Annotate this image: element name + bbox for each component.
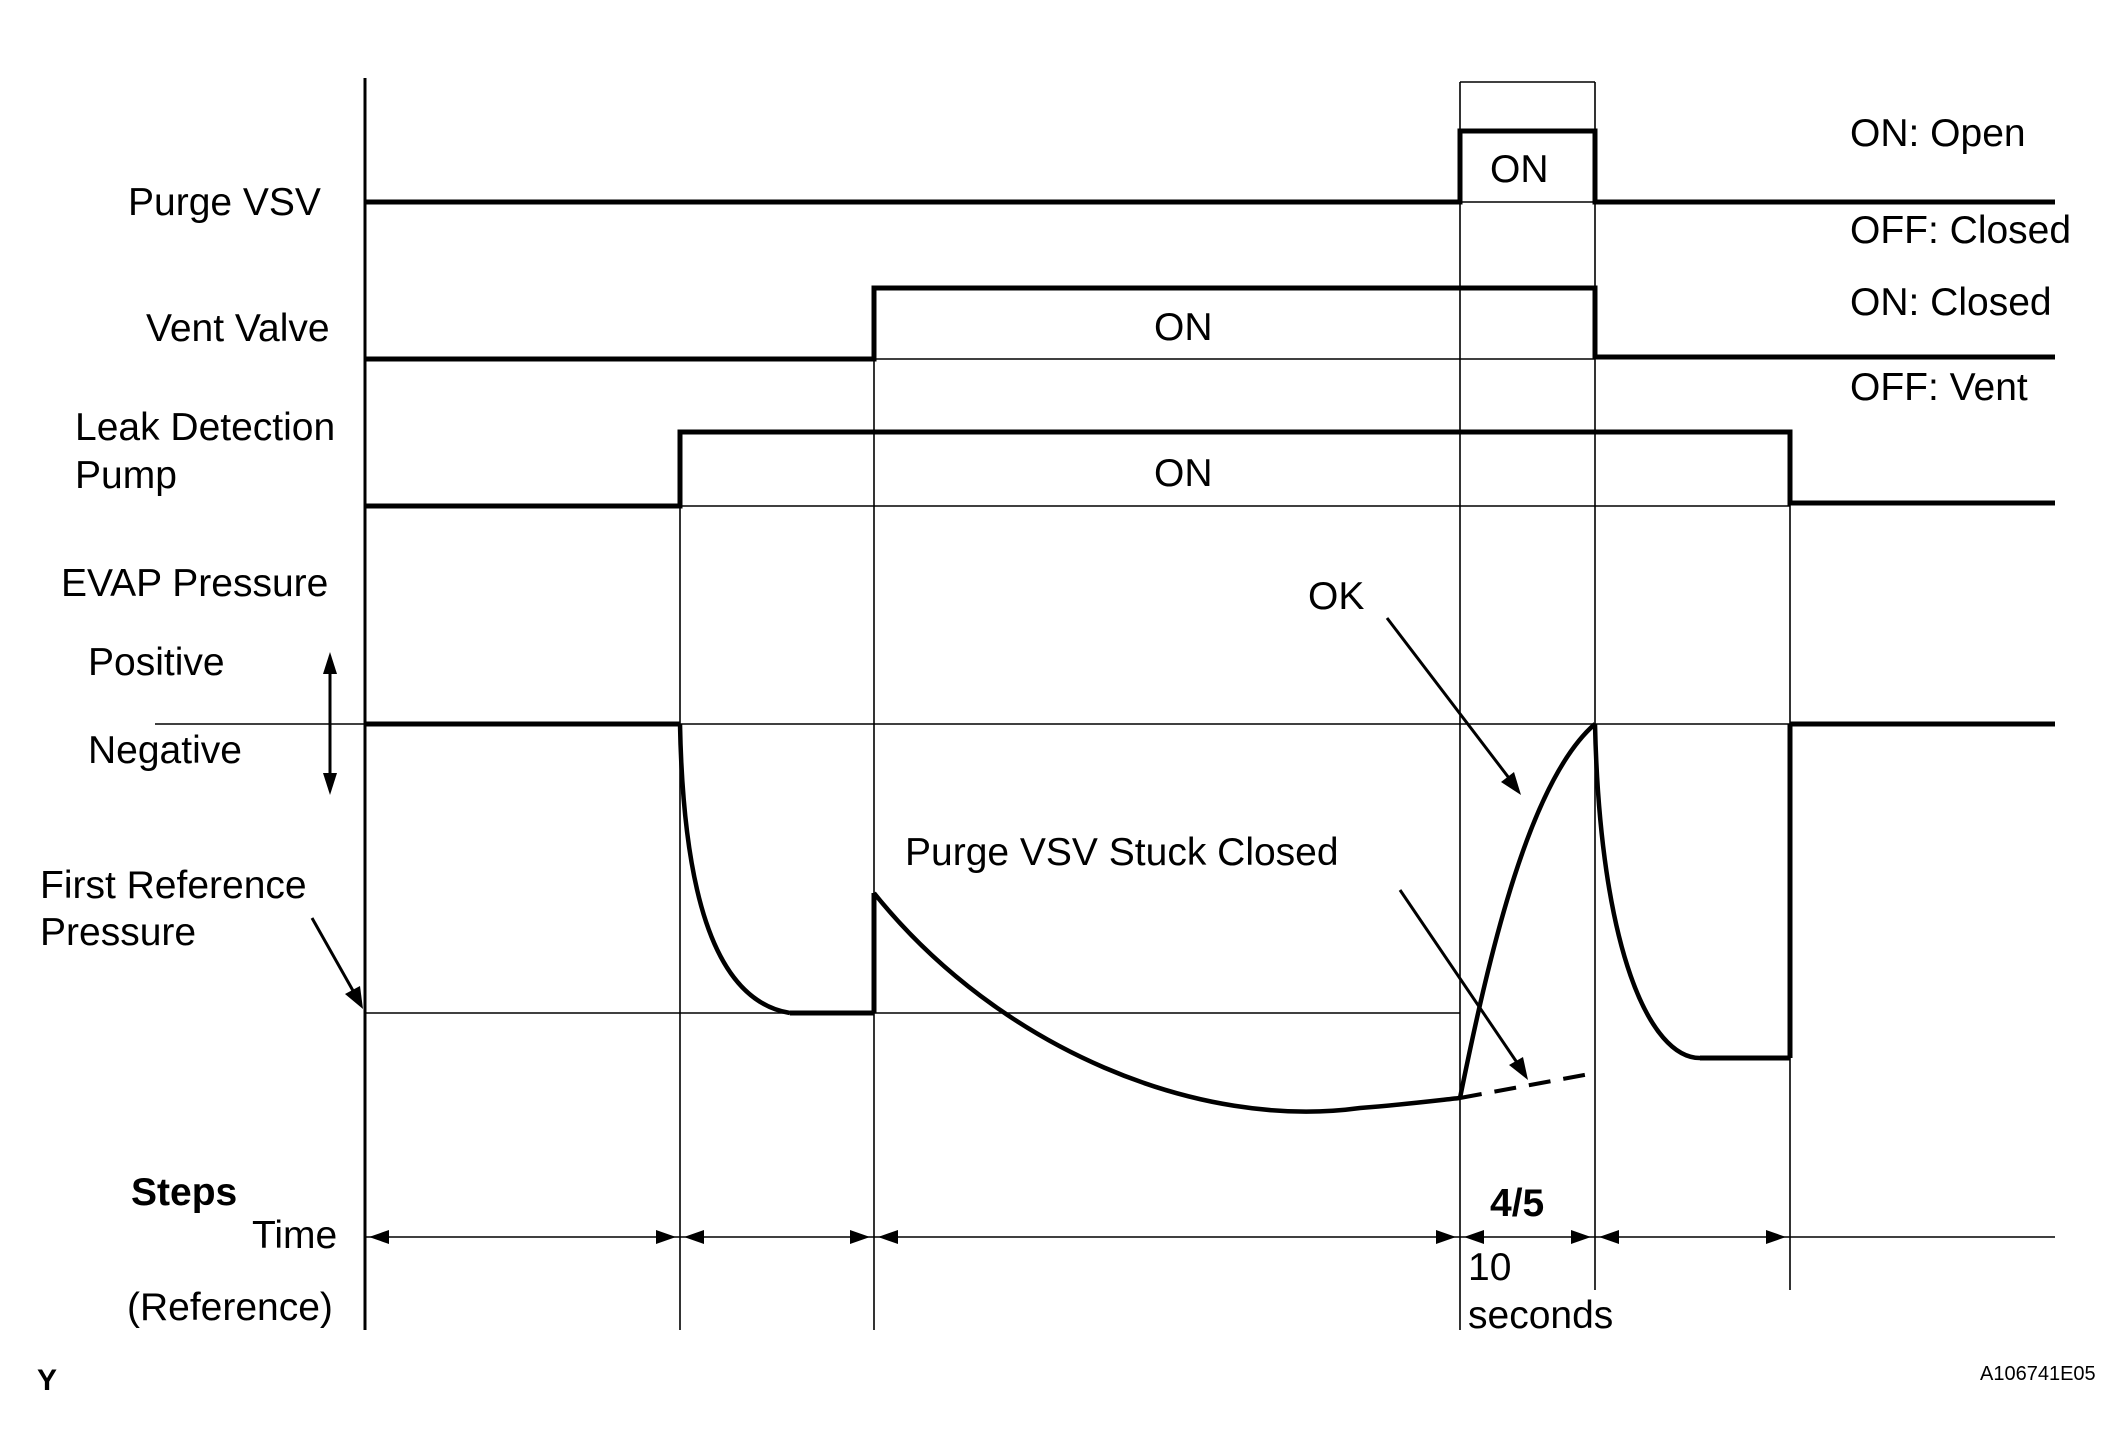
evap-pressure-label: EVAP Pressure [61,562,328,605]
negative-label: Negative [88,729,242,772]
leak-detection-pump-label-line2: Pump [75,454,177,497]
positive-label: Positive [88,641,225,684]
ok-annotation: OK [1308,575,1364,618]
purge-vsv-label: Purge VSV [128,181,321,224]
legend-purge-off: OFF: Closed [1850,209,2071,252]
guide-lines [155,78,2055,1330]
corner-y-mark: Y [37,1364,57,1397]
stuck-closed-annotation: Purge VSV Stuck Closed [905,831,1339,874]
stuck-closed-dashed-curve [1459,1071,1596,1100]
vent-valve-label: Vent Valve [146,307,330,350]
figure-id: A106741E05 [1980,1363,2096,1385]
duration-unit: seconds [1468,1294,1613,1337]
first-reference-arrow [310,917,363,1009]
vent-valve-waveform [365,285,2055,362]
purge-vsv-waveform [365,128,2055,205]
legend-purge-on: ON: Open [1850,112,2026,155]
evap-pressure-curve [365,721,2055,1114]
duration-value: 10 [1468,1246,1511,1289]
time-label: Time [252,1214,337,1257]
step-4-5-label: 4/5 [1490,1182,1544,1225]
leak-detection-pump-waveform [365,429,2055,509]
ok-arrow [1385,617,1521,795]
legend-vent-off: OFF: Vent [1850,366,2028,409]
reference-label: (Reference) [127,1286,333,1329]
first-reference-label-line1: First Reference [40,864,307,907]
time-dimension-arrows [369,1230,1786,1244]
steps-label: Steps [131,1171,237,1214]
first-reference-label-line2: Pressure [40,911,196,954]
stuck-closed-arrow [1398,889,1528,1080]
leak-detection-pump-label-line1: Leak Detection [75,406,335,449]
positive-negative-arrow [323,652,337,795]
vent-on-label: ON [1154,306,1213,349]
legend-vent-on: ON: Closed [1850,281,2052,324]
pump-on-label: ON [1154,452,1213,495]
purge-on-label: ON [1490,148,1549,191]
